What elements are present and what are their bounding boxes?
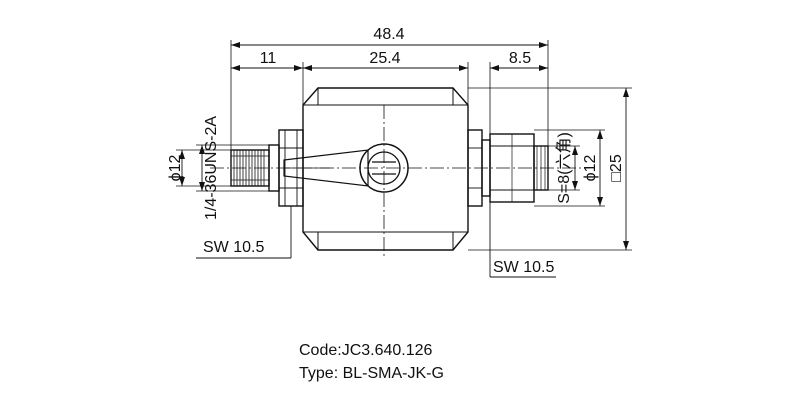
right-connector	[467, 129, 549, 207]
dim-right-length: 8.5	[509, 50, 531, 67]
product-code: Code:JC3.640.126	[299, 342, 433, 359]
dim-body-square: □25	[608, 154, 625, 182]
centerlines	[210, 105, 590, 258]
extension-lines	[176, 40, 632, 251]
arrowheads	[179, 42, 629, 250]
product-type: Type: BL-SMA-JK-G	[299, 365, 444, 382]
dim-hex-size: S=8(六角)	[555, 132, 573, 204]
bushing	[359, 143, 409, 193]
dim-sw-left: SW 10.5	[203, 239, 264, 256]
dim-thread: 1/4-36UNS-2A	[203, 116, 220, 220]
dimension-lines	[181, 44, 627, 278]
dim-body-length: 25.4	[369, 50, 400, 67]
dim-left-diameter: ϕ12	[167, 155, 184, 182]
main-body	[302, 87, 469, 251]
dim-right-diameter: ϕ12	[582, 155, 599, 182]
dim-overall-length: 48.4	[373, 26, 404, 43]
dim-left-length: 11	[260, 50, 277, 67]
dim-sw-right: SW 10.5	[493, 259, 554, 276]
